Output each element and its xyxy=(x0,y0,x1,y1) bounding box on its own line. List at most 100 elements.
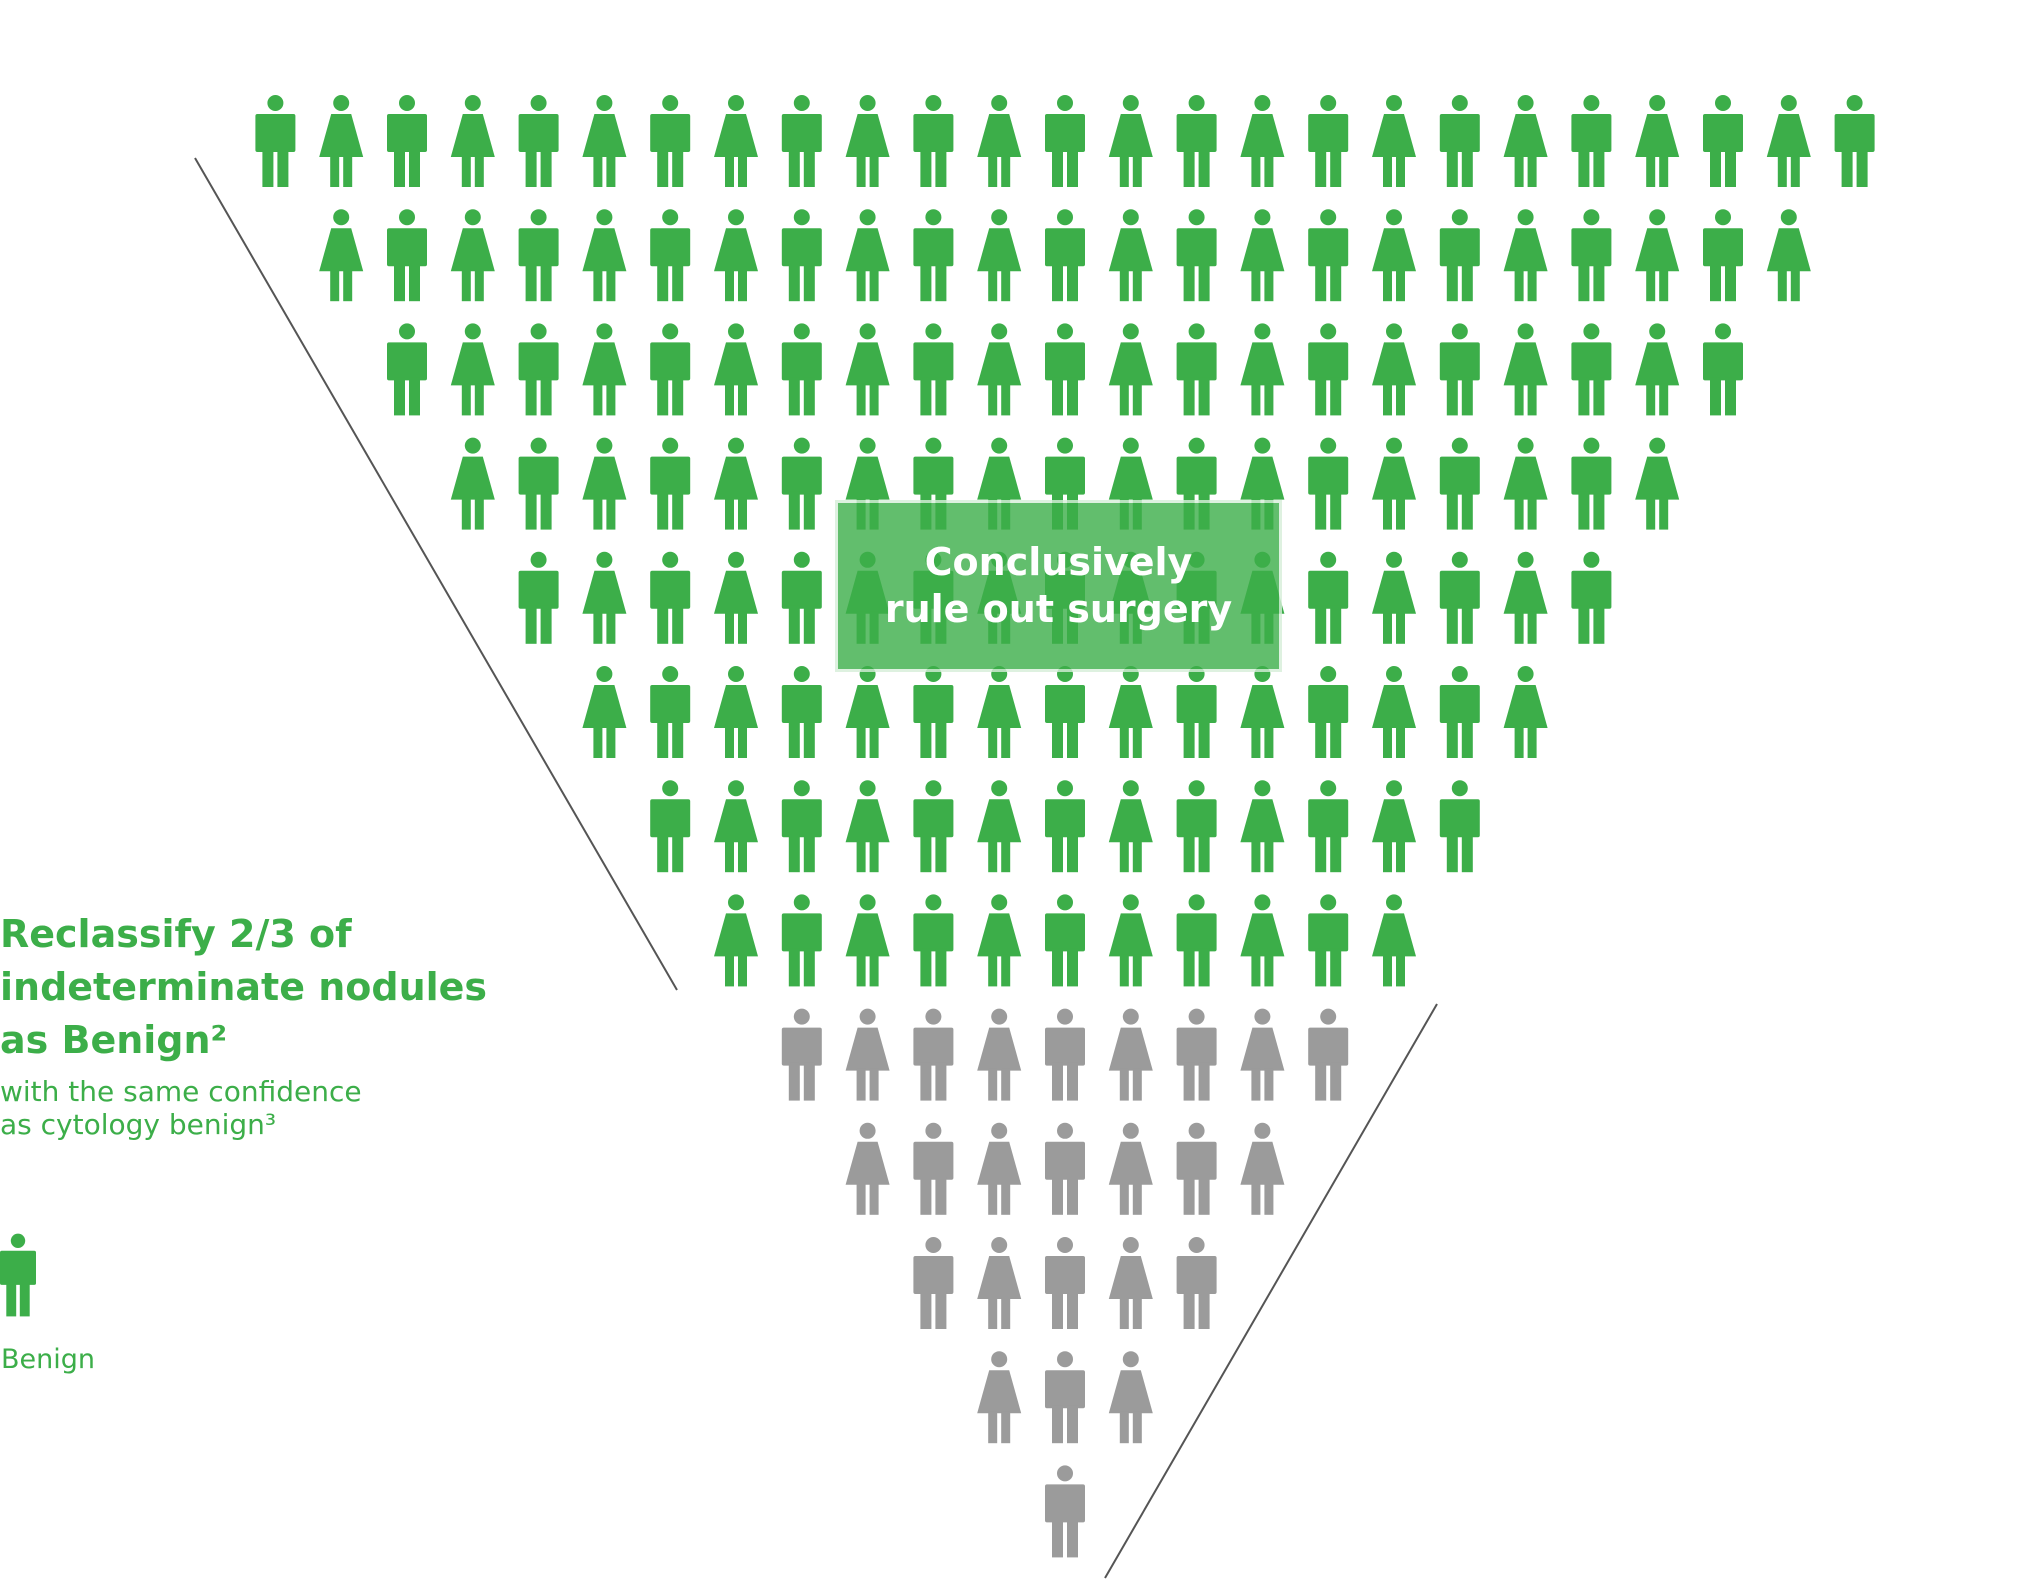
male-person-icon xyxy=(1308,323,1349,416)
female-person-icon xyxy=(1372,551,1416,644)
male-person-icon xyxy=(1439,551,1480,644)
male-person-icon xyxy=(1176,1237,1217,1329)
female-person-icon xyxy=(582,551,627,644)
male-person-icon xyxy=(1439,780,1480,873)
male-person-icon xyxy=(1176,666,1217,758)
male-person-icon xyxy=(1045,1122,1085,1215)
female-person-icon xyxy=(1240,666,1285,758)
male-person-icon xyxy=(1308,437,1349,530)
male-person-icon xyxy=(1439,323,1480,416)
callout-title-line-2: indeterminate nodules xyxy=(0,965,488,1009)
male-person-icon xyxy=(913,1122,954,1215)
female-person-icon xyxy=(1108,1351,1153,1444)
female-person-icon xyxy=(977,209,1022,302)
male-person-icon xyxy=(1834,95,1875,187)
female-person-icon xyxy=(1372,894,1416,987)
banner: Conclusively rule out surgery xyxy=(835,500,1282,672)
male-person-icon xyxy=(1045,209,1085,302)
female-person-icon xyxy=(582,666,627,758)
male-person-icon xyxy=(1571,95,1612,187)
female-person-icon xyxy=(977,1008,1022,1101)
callout-title-line-1: Reclassify 2/3 of xyxy=(0,912,352,956)
female-person-icon xyxy=(1240,1122,1285,1215)
male-person-icon xyxy=(781,437,822,530)
female-person-icon xyxy=(1108,1122,1153,1215)
male-person-icon xyxy=(387,95,427,187)
banner-line-1: Conclusively xyxy=(924,540,1193,584)
female-person-icon xyxy=(714,780,758,873)
female-person-icon xyxy=(845,209,890,302)
male-person-icon xyxy=(650,551,691,644)
female-person-icon xyxy=(845,780,890,873)
female-person-icon xyxy=(714,437,758,530)
female-person-icon xyxy=(1108,209,1153,302)
male-person-icon xyxy=(1571,551,1612,644)
male-person-icon xyxy=(1045,894,1085,987)
callout-subtitle: with the same confidence as cytology ben… xyxy=(0,1075,520,1141)
female-person-icon xyxy=(1240,894,1285,987)
female-person-icon xyxy=(1108,780,1153,873)
male-person-icon xyxy=(1308,1008,1349,1101)
female-person-icon xyxy=(1240,209,1285,302)
male-person-icon xyxy=(1571,209,1612,302)
male-person-icon xyxy=(1045,1351,1085,1444)
male-person-icon xyxy=(518,551,559,644)
female-person-icon xyxy=(1108,95,1153,187)
male-person-icon xyxy=(650,437,691,530)
male-person-icon xyxy=(1308,209,1349,302)
male-person-icon xyxy=(1176,894,1217,987)
male-person-icon xyxy=(1308,551,1349,644)
male-person-icon xyxy=(1703,209,1743,302)
male-person-icon xyxy=(650,209,691,302)
male-person-icon xyxy=(1308,666,1349,758)
male-person-icon xyxy=(1176,323,1217,416)
female-person-icon xyxy=(977,894,1022,987)
female-person-icon xyxy=(1503,323,1548,416)
male-person-icon xyxy=(387,323,427,416)
female-person-icon xyxy=(845,95,890,187)
male-person-icon xyxy=(1176,209,1217,302)
female-person-icon xyxy=(977,95,1022,187)
male-person-icon xyxy=(913,323,954,416)
male-person-icon xyxy=(1176,1122,1217,1215)
male-person-icon xyxy=(781,894,822,987)
male-person-icon xyxy=(781,95,822,187)
male-person-icon xyxy=(1439,666,1480,758)
male-person-icon xyxy=(913,894,954,987)
female-person-icon xyxy=(450,437,495,530)
female-person-icon xyxy=(977,1122,1022,1215)
female-person-icon xyxy=(319,209,364,302)
male-person-icon xyxy=(650,666,691,758)
funnel-right-line xyxy=(1104,1003,1438,1579)
male-person-icon xyxy=(1045,1008,1085,1101)
callout-title-line-3: as Benign² xyxy=(0,1018,228,1062)
female-person-icon xyxy=(977,780,1022,873)
male-person-icon xyxy=(1308,780,1349,873)
female-person-icon xyxy=(1503,666,1548,758)
female-person-icon xyxy=(1503,95,1548,187)
female-person-icon xyxy=(582,95,627,187)
male-person-icon xyxy=(913,1237,954,1329)
male-person-icon xyxy=(781,323,822,416)
male-person-icon xyxy=(518,437,559,530)
female-person-icon xyxy=(977,323,1022,416)
female-person-icon xyxy=(1240,95,1285,187)
female-person-icon xyxy=(1108,666,1153,758)
male-person-icon xyxy=(1439,437,1480,530)
female-person-icon xyxy=(1108,894,1153,987)
female-person-icon xyxy=(714,551,758,644)
male-person-icon xyxy=(1571,323,1612,416)
female-person-icon xyxy=(714,666,758,758)
male-person-icon xyxy=(1176,1008,1217,1101)
male-person-icon xyxy=(255,95,296,187)
male-person-icon xyxy=(1439,95,1480,187)
female-person-icon xyxy=(845,666,890,758)
female-person-icon xyxy=(714,95,758,187)
female-person-icon xyxy=(845,323,890,416)
callout-sub-line-2: as cytology benign³ xyxy=(0,1108,277,1141)
male-person-icon xyxy=(1176,95,1217,187)
female-person-icon xyxy=(1635,95,1680,187)
legend: Benign xyxy=(0,1232,95,1375)
callout-title: Reclassify 2/3 of indeterminate nodules … xyxy=(0,908,520,1067)
